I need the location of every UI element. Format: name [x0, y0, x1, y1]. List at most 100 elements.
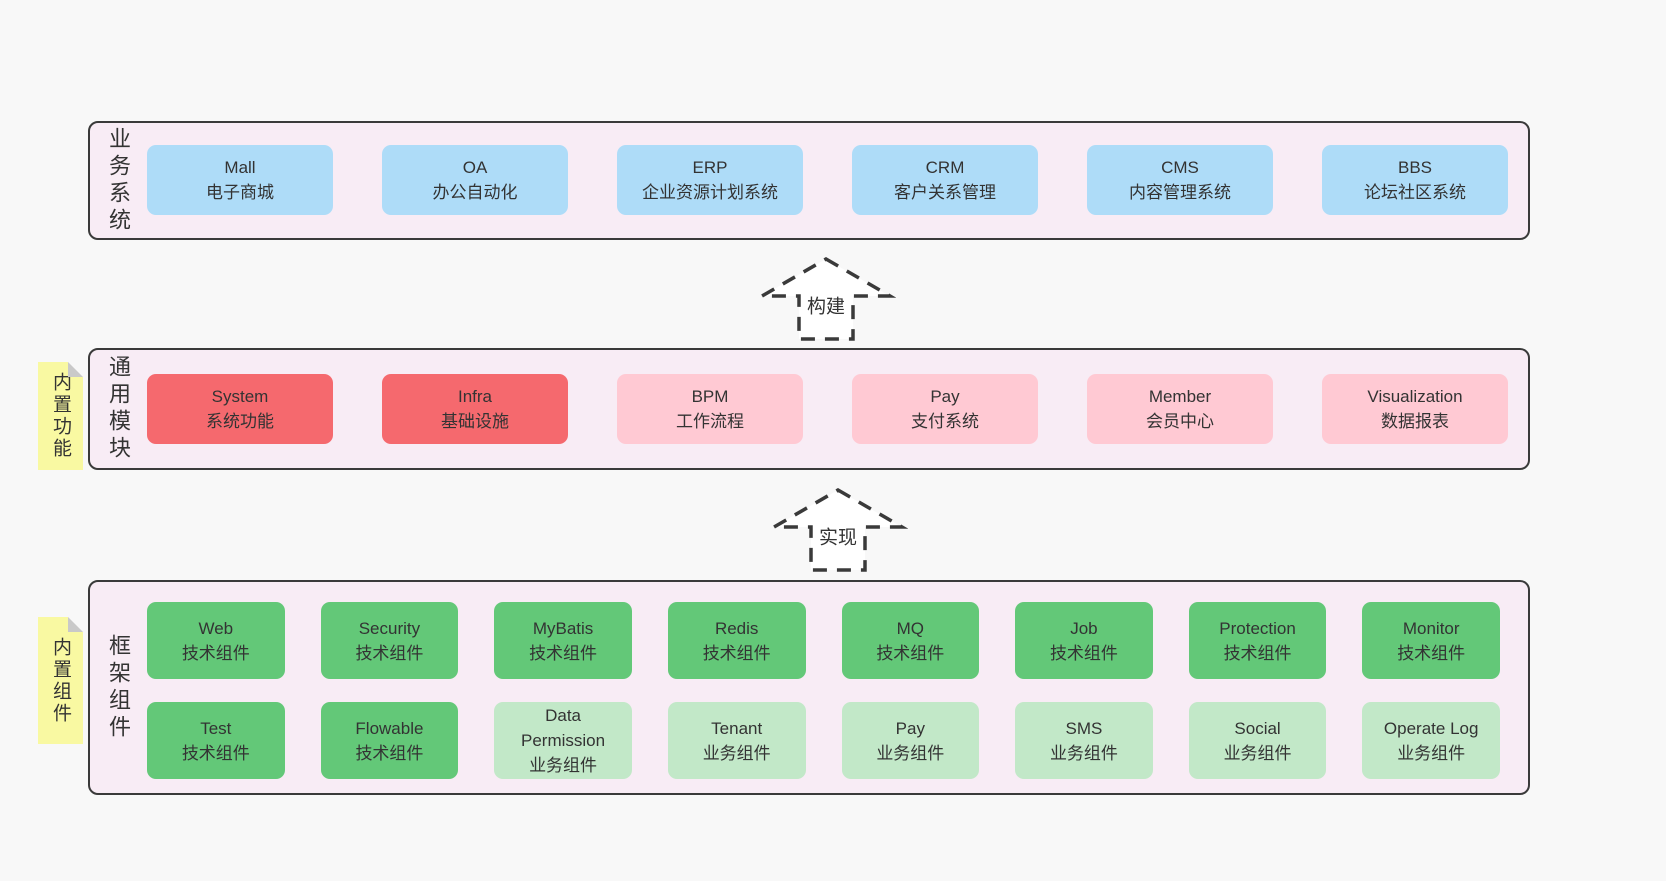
node-cms: CMS 内容管理系统 [1087, 145, 1273, 215]
node-bbs: BBS 论坛社区系统 [1322, 145, 1508, 215]
arrow-build: 构建 [756, 256, 896, 342]
node-title: ERP [692, 158, 728, 177]
section-label-text: 业务系统 [106, 126, 131, 235]
business-boxes-row: Mall 电子商城 OA 办公自动化 ERP 企业资源计划系统 CRM 客户关系… [147, 145, 1508, 215]
node-subtitle: 论坛社区系统 [1364, 183, 1466, 202]
node-mq: MQ 技术组件 [841, 602, 980, 679]
node-pay-biz: Pay 业务组件 [841, 702, 980, 779]
node-subtitle: 技术组件 [355, 743, 424, 763]
node-subtitle: 技术组件 [1049, 643, 1118, 663]
node-subtitle: 业务组件 [1397, 743, 1466, 763]
node-title: BBS [1397, 158, 1433, 177]
node-bpm: BPM 工作流程 [617, 374, 803, 444]
node-subtitle: 业务组件 [702, 743, 771, 763]
node-subtitle: 技术组件 [1397, 643, 1466, 663]
node-title: OA [462, 158, 488, 177]
node-subtitle: 电子商城 [206, 183, 274, 202]
node-title: Infra [457, 387, 493, 406]
node-title: Data Permission [521, 706, 606, 750]
node-title: MQ [896, 618, 924, 638]
section-label-text: 框架组件 [106, 633, 131, 742]
node-security: Security 技术组件 [320, 602, 459, 679]
node-subtitle: 办公自动化 [432, 183, 518, 202]
node-data-permission: Data Permission 业务组件 [494, 702, 632, 779]
node-web: Web 技术组件 [147, 602, 285, 679]
node-sms: SMS 业务组件 [1015, 702, 1153, 779]
section-label-text: 通用模块 [106, 355, 131, 463]
node-subtitle: 技术组件 [702, 643, 771, 663]
node-mybatis: MyBatis 技术组件 [494, 602, 632, 679]
arrow-implement: 实现 [768, 487, 908, 573]
section-common-modules: 通用模块 System 系统功能 Infra 基础设施 BPM 工作流程 Pay… [88, 348, 1530, 470]
node-tenant: Tenant 业务组件 [667, 702, 806, 779]
section-label-modules: 通用模块 [101, 350, 135, 468]
node-subtitle: 会员中心 [1146, 412, 1214, 431]
node-subtitle: 技术组件 [876, 643, 945, 663]
node-subtitle: 技术组件 [1223, 643, 1292, 663]
node-title: Operate Log [1383, 718, 1479, 738]
sticky-note-text: 内置组件 [50, 636, 71, 725]
node-title: System [211, 387, 269, 406]
node-title: Flowable [355, 718, 424, 738]
section-business-systems: 业务系统 Mall 电子商城 OA 办公自动化 ERP 企业资源计划系统 CRM… [88, 121, 1530, 240]
node-protection: Protection 技术组件 [1188, 602, 1327, 679]
node-subtitle: 数据报表 [1381, 412, 1449, 431]
node-title: CMS [1161, 158, 1199, 177]
section-label-framework: 框架组件 [101, 582, 135, 793]
node-title: Pay [895, 718, 925, 738]
node-oa: OA 办公自动化 [382, 145, 568, 215]
node-subtitle: 客户关系管理 [894, 183, 996, 202]
framework-row-1: Web 技术组件 Security 技术组件 MyBatis 技术组件 Redi… [147, 602, 1500, 679]
framework-row-2: Test 技术组件 Flowable 技术组件 Data Permission … [147, 702, 1500, 779]
node-subtitle: 基础设施 [441, 412, 509, 431]
node-subtitle: 业务组件 [529, 756, 598, 775]
node-visualization: Visualization 数据报表 [1322, 374, 1508, 444]
node-flowable: Flowable 技术组件 [320, 702, 459, 779]
node-infra: Infra 基础设施 [382, 374, 568, 444]
sticky-note-builtin-features: 内置功能 [38, 362, 83, 470]
node-member: Member 会员中心 [1087, 374, 1273, 444]
node-subtitle: 技术组件 [181, 643, 250, 663]
arrow-build-label: 构建 [803, 291, 849, 319]
sticky-note-builtin-components: 内置组件 [38, 617, 83, 744]
node-subtitle: 工作流程 [676, 412, 744, 431]
node-system: System 系统功能 [147, 374, 333, 444]
node-crm: CRM 客户关系管理 [852, 145, 1038, 215]
node-subtitle: 技术组件 [355, 643, 424, 663]
section-framework-components: 框架组件 Web 技术组件 Security 技术组件 MyBatis 技术组件… [88, 580, 1530, 795]
node-title: MyBatis [532, 618, 594, 638]
node-pay: Pay 支付系统 [852, 374, 1038, 444]
sticky-note-text: 内置功能 [50, 372, 71, 460]
node-title: Visualization [1367, 387, 1463, 406]
node-title: Tenant [711, 718, 763, 738]
node-title: Member [1148, 387, 1212, 406]
node-subtitle: 系统功能 [206, 412, 274, 431]
node-subtitle: 业务组件 [1049, 743, 1118, 763]
arrow-implement-label: 实现 [815, 522, 861, 550]
node-subtitle: 企业资源计划系统 [642, 183, 778, 202]
node-mall: Mall 电子商城 [147, 145, 333, 215]
node-title: Social [1234, 718, 1281, 738]
node-subtitle: 支付系统 [911, 412, 979, 431]
node-title: Mall [224, 158, 256, 177]
section-label-business: 业务系统 [101, 123, 135, 238]
node-title: Web [198, 618, 234, 638]
node-title: BPM [691, 387, 729, 406]
node-social: Social 业务组件 [1188, 702, 1327, 779]
node-subtitle: 技术组件 [529, 643, 598, 663]
node-operate-log: Operate Log 业务组件 [1362, 702, 1500, 779]
node-subtitle: 业务组件 [1223, 743, 1292, 763]
node-erp: ERP 企业资源计划系统 [617, 145, 803, 215]
node-title: CRM [925, 158, 965, 177]
node-title: Monitor [1402, 618, 1460, 638]
node-title: Redis [714, 618, 759, 638]
node-subtitle: 业务组件 [876, 743, 945, 763]
node-subtitle: 技术组件 [181, 743, 250, 763]
node-redis: Redis 技术组件 [667, 602, 806, 679]
node-title: Security [358, 618, 421, 638]
modules-boxes-row: System 系统功能 Infra 基础设施 BPM 工作流程 Pay 支付系统… [147, 374, 1508, 444]
node-title: Protection [1219, 618, 1296, 638]
node-title: Job [1070, 618, 1098, 638]
node-test: Test 技术组件 [147, 702, 285, 779]
